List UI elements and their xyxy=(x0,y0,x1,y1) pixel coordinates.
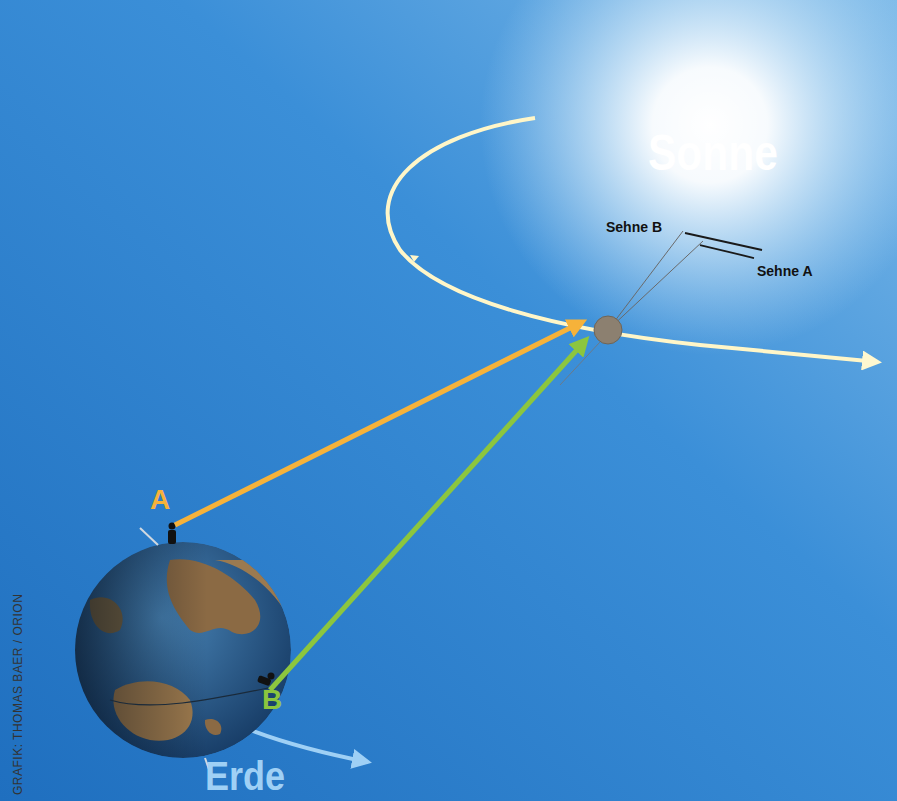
observer-label: B xyxy=(262,686,282,714)
observer-label: A xyxy=(150,486,170,514)
chord-label: Sehne A xyxy=(757,264,813,278)
chord-label: Sehne B xyxy=(606,220,662,234)
image-credit: GRAFIK: THOMAS BAER / ORION xyxy=(12,594,24,795)
body-name: Erde xyxy=(205,756,285,796)
body-name: Sonne xyxy=(648,128,778,178)
